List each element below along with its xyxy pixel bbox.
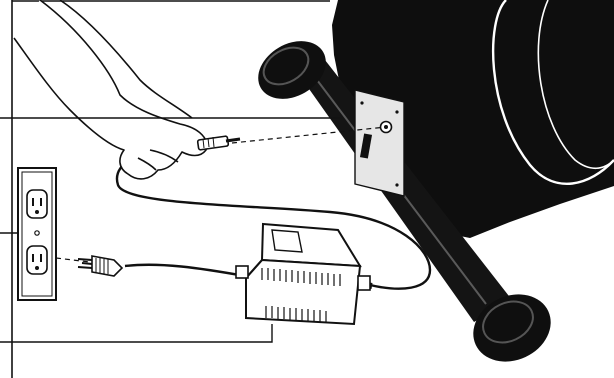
wall-outlet: [17, 167, 57, 301]
hand-with-plug: [13, 0, 241, 180]
power-jack-panel: [354, 89, 405, 197]
figure-frame: [11, 0, 330, 378]
ac-cord: [124, 263, 246, 278]
callout-leaders: [0, 117, 340, 343]
ac-adapter: [235, 222, 371, 326]
callout-3: [0, 324, 273, 343]
insertion-guides: [55, 126, 387, 264]
ac-plug: [77, 255, 124, 277]
dc-cord: [115, 147, 432, 290]
